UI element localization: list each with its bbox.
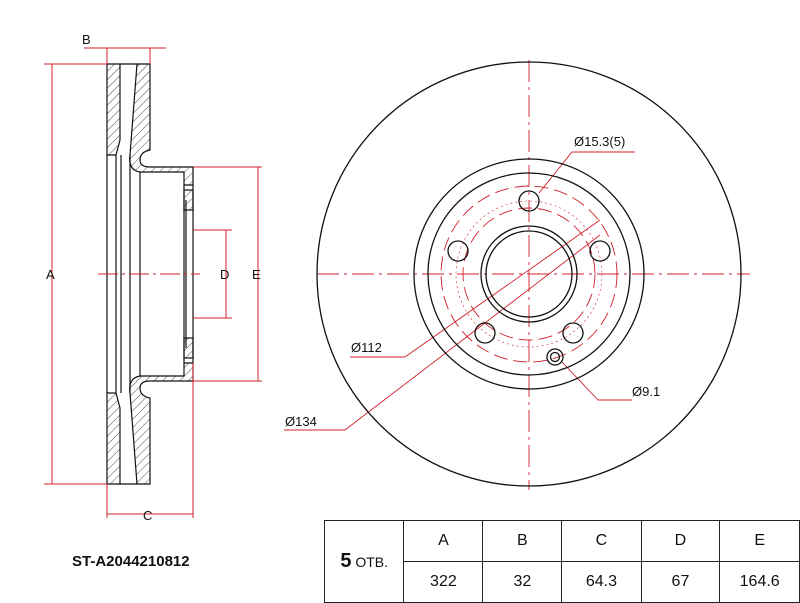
- dim-label-a: A: [46, 267, 55, 282]
- part-number: ST-A2044210812: [72, 553, 190, 570]
- bolt-hole-label: Ø15.3(5): [574, 134, 626, 149]
- side-view-dimensions: [44, 47, 262, 518]
- value-d: 67: [640, 561, 721, 603]
- dim-label-e: E: [252, 267, 261, 282]
- dim-label-c: C: [143, 508, 153, 523]
- bolt-hole: [474, 322, 496, 344]
- bolt-hole: [589, 240, 611, 262]
- value-c: 64.3: [561, 561, 642, 603]
- spec-table: 5 ОТВ. A B C D E 322 32 64.3 67 164.6: [323, 520, 800, 603]
- bolt-hole: [562, 322, 584, 344]
- dim-label-d: D: [220, 267, 230, 282]
- center-bore: [480, 225, 578, 323]
- upper-friction-ring-left: [106, 63, 121, 156]
- bolt-hole: [447, 240, 469, 262]
- pcd-label: Ø112: [351, 340, 382, 355]
- value-e: 164.6: [719, 561, 800, 603]
- header-b: B: [482, 520, 563, 562]
- pin-hole-label: Ø9.1: [632, 384, 661, 399]
- front-view-dimensions: [284, 60, 750, 490]
- header-a: A: [403, 520, 484, 562]
- lower-friction-ring-left: [106, 392, 121, 485]
- bolt-hole: [518, 190, 540, 212]
- upper-friction-ring-right: [129, 63, 194, 186]
- hat-outer-edge: [413, 158, 645, 390]
- dim-label-b: B: [82, 32, 91, 47]
- disc-outer-edge: [316, 61, 742, 487]
- header-c: C: [561, 520, 642, 562]
- side-view: [106, 63, 194, 485]
- header-e: E: [719, 520, 800, 562]
- pin-hole: [546, 348, 564, 366]
- hub-diameter-label: Ø134: [285, 414, 317, 429]
- holes-count-cell: 5 ОТВ.: [323, 520, 405, 603]
- header-d: D: [640, 520, 721, 562]
- front-view: [316, 61, 742, 487]
- lower-friction-ring-right: [129, 362, 194, 485]
- value-a: 322: [403, 561, 484, 603]
- value-b: 32: [482, 561, 563, 603]
